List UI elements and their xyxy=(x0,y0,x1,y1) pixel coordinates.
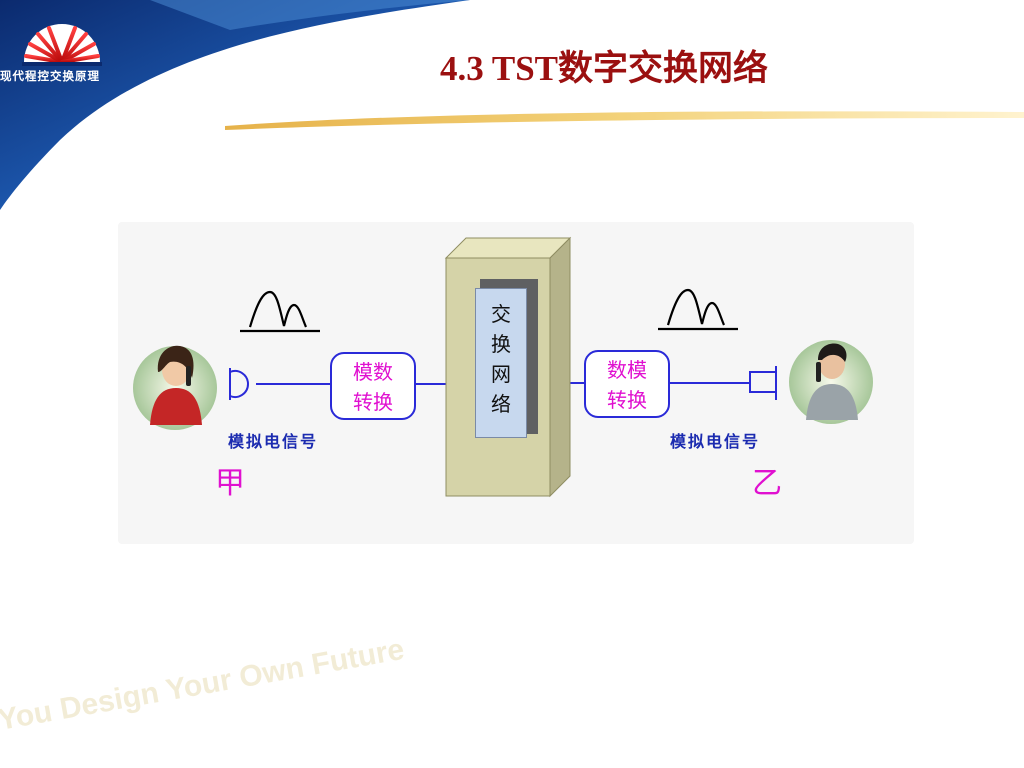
caller-avatar-b xyxy=(789,340,873,424)
gold-stroke xyxy=(225,111,1024,130)
blue-swoosh xyxy=(0,0,470,210)
left-converter-line-1: 模数 xyxy=(353,360,393,384)
caller-avatar-a xyxy=(133,345,217,430)
left-analog-waveform-icon xyxy=(240,290,320,333)
logo-text: 现代程控交换原理 xyxy=(0,69,100,83)
left-signal-label: 模拟电信号 xyxy=(228,432,319,451)
right-signal-label: 模拟电信号 xyxy=(670,432,761,451)
switch-char-1: 交 xyxy=(491,302,511,326)
left-converter-line-2: 转换 xyxy=(353,390,393,414)
right-converter-box: 数模 转换 xyxy=(584,350,670,418)
left-converter-box: 模数 转换 xyxy=(330,352,416,420)
sunburst-logo-icon xyxy=(22,23,102,66)
party-a-label: 甲 xyxy=(215,466,245,501)
left-signal-line xyxy=(229,368,447,400)
switch-network-label: 交 换 网 络 xyxy=(475,288,527,438)
right-analog-waveform-icon xyxy=(658,288,738,331)
slide-title: 4.3 TST数字交换网络 xyxy=(440,49,769,88)
party-b-label: 乙 xyxy=(752,466,782,501)
switch-char-2: 换 xyxy=(491,332,511,356)
right-converter-line-1: 数模 xyxy=(607,358,647,382)
switch-char-3: 网 xyxy=(491,362,511,386)
header-decoration xyxy=(0,0,1024,210)
watermark-text: You Design Your Own Future xyxy=(0,633,407,737)
watermark: You Design Your Own Future xyxy=(0,633,407,737)
switch-char-4: 络 xyxy=(491,392,511,416)
right-converter-line-2: 转换 xyxy=(607,388,647,412)
